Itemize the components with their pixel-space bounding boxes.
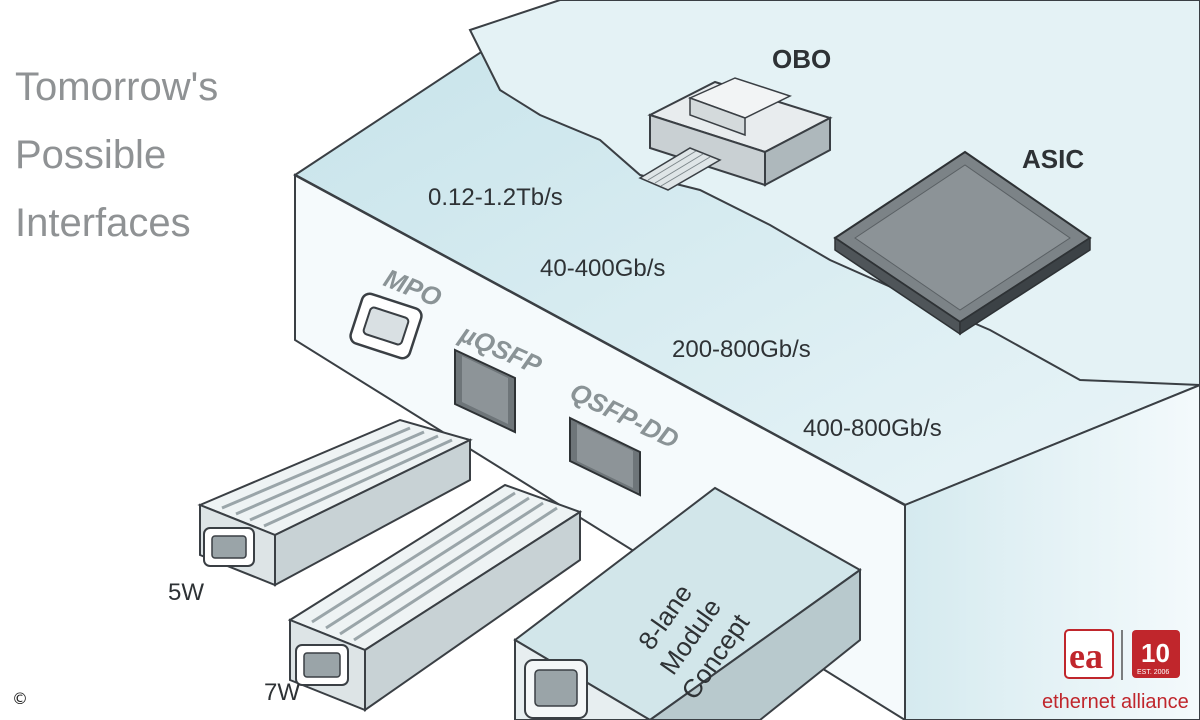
logo-anniversary: 10: [1141, 638, 1170, 668]
module-7w: [287, 483, 583, 712]
chassis-side-face: [904, 383, 1200, 720]
title-line-1: Tomorrow's: [15, 65, 218, 109]
mpo-port: [349, 292, 423, 360]
label-speed-module: 400-800Gb/s: [803, 415, 942, 442]
ethernet-alliance-logo: ea 10 EST. 2006 ethernet alliance: [1042, 629, 1189, 713]
logo-letters: ea: [1069, 636, 1103, 676]
label-5w: 5W: [168, 579, 204, 606]
logo-brand-text: ethernet alliance: [1042, 691, 1189, 713]
label-obo: OBO: [772, 44, 831, 74]
obo-component: [638, 77, 833, 191]
uqsfp-port: [454, 348, 516, 434]
asic-chip: [833, 150, 1092, 336]
qsfpdd-port: [569, 416, 641, 497]
logo-est: EST. 2006: [1137, 669, 1169, 676]
label-speed-obo: 0.12-1.2Tb/s: [428, 184, 563, 211]
label-speed-qsfpdd: 200-800Gb/s: [672, 336, 811, 363]
title-line-2: Possible: [15, 133, 166, 177]
label-7w: 7W: [264, 679, 300, 706]
label-speed-uqsfp: 40-400Gb/s: [540, 255, 665, 282]
label-asic: ASIC: [1022, 144, 1084, 174]
module-8lane-concept: [513, 486, 862, 720]
copyright-mark: ©: [12, 689, 28, 708]
module-5w: [197, 418, 473, 587]
title-line-3: Interfaces: [15, 201, 191, 245]
